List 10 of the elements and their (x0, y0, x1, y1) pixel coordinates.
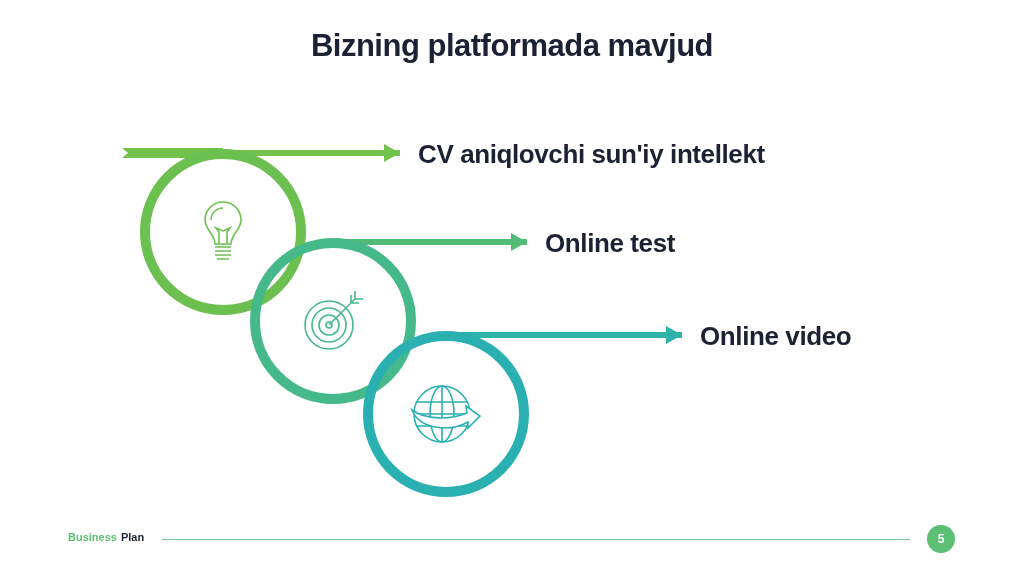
footer-text: Business (68, 531, 117, 543)
circle-ring (363, 331, 529, 497)
circle-ring (140, 149, 306, 315)
footer-text: Plan (120, 531, 145, 543)
item-label: Online video (682, 318, 852, 354)
item-label: Online test (527, 225, 675, 261)
item-label: CV aniqlovchi sun'iy intellekt (400, 136, 765, 172)
slide-title: Bizning platformada mavjud (309, 28, 715, 64)
page-number: 5 (927, 525, 955, 553)
circle-ring (250, 238, 416, 404)
